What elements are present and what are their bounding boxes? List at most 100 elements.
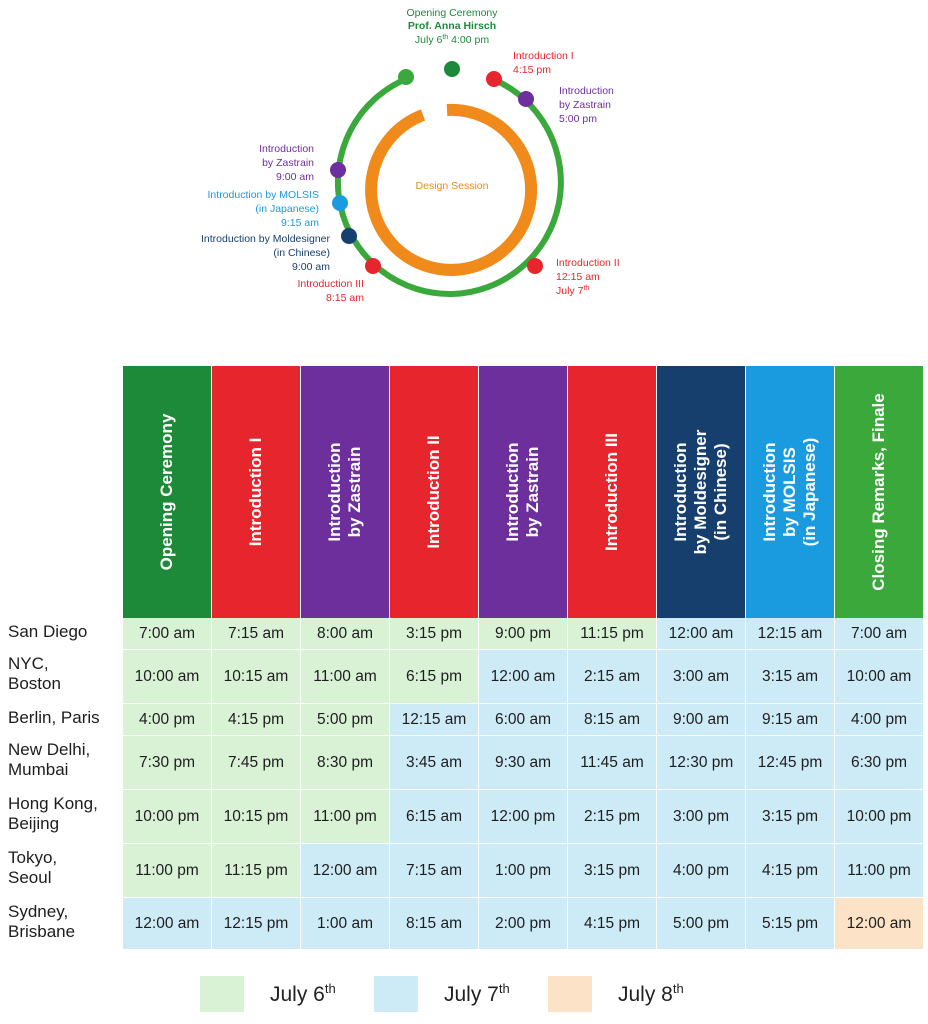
- time-cell: 1:00 am: [301, 898, 390, 950]
- time-cell: 12:15 am: [390, 704, 479, 736]
- label-zastrain-pm: Introduction by Zastrain 5:00 pm: [559, 85, 614, 125]
- time-cell: 11:45 am: [568, 736, 657, 790]
- col-header-label: Opening Ceremony: [157, 413, 176, 571]
- svg-text:5:00 pm: 5:00 pm: [559, 113, 597, 125]
- time-cell: 10:00 am: [123, 650, 212, 704]
- col-header-introduction-2: Introduction II: [390, 366, 479, 618]
- time-cell: 7:00 am: [835, 618, 923, 650]
- time-cell: 2:15 pm: [568, 790, 657, 844]
- node-introduction-2: [527, 258, 543, 274]
- time-cell: 10:00 pm: [123, 790, 212, 844]
- node-introduction-1: [486, 71, 502, 87]
- time-cell: 4:15 pm: [746, 844, 835, 898]
- time-cell: 7:30 pm: [123, 736, 212, 790]
- col-header-label: Introduction by Zastrain: [503, 442, 542, 542]
- city-label: Hong Kong, Beijing: [8, 794, 98, 833]
- col-header-label: Introduction by Moldesigner (in Chinese): [671, 429, 730, 555]
- time-cell: 11:15 pm: [212, 844, 301, 898]
- time-cell: 4:15 pm: [568, 898, 657, 950]
- legend-swatch: [200, 976, 244, 1012]
- time-cell: 10:00 pm: [835, 790, 923, 844]
- time-cell: 11:15 pm: [568, 618, 657, 650]
- time-cell: 12:45 pm: [746, 736, 835, 790]
- legend-swatch: [548, 976, 592, 1012]
- legend-label: July 6th: [270, 981, 336, 1006]
- time-cell: 10:15 pm: [212, 790, 301, 844]
- label-moldesigner: Introduction by Moldesigner (in Chinese)…: [201, 233, 330, 273]
- svg-text:9:15 am: 9:15 am: [281, 217, 319, 229]
- node-opening-ceremony: [444, 61, 460, 77]
- label-zastrain-am: Introduction by Zastrain 9:00 am: [259, 143, 314, 183]
- time-cell: 12:00 am: [835, 898, 923, 950]
- svg-text:12:15 am: 12:15 am: [556, 271, 600, 283]
- time-cell: 4:15 pm: [212, 704, 301, 736]
- time-cell: 12:00 am: [657, 618, 746, 650]
- time-cell: 3:15 pm: [746, 790, 835, 844]
- time-cell: 7:15 am: [390, 844, 479, 898]
- time-cell: 8:15 am: [390, 898, 479, 950]
- time-cell: 10:15 am: [212, 650, 301, 704]
- time-cell: 11:00 pm: [123, 844, 212, 898]
- time-cell: 7:45 pm: [212, 736, 301, 790]
- svg-text:by Zastrain: by Zastrain: [559, 99, 611, 111]
- col-header-zastrain-1: Introduction by Zastrain: [301, 366, 390, 618]
- svg-text:Introduction: Introduction: [559, 85, 614, 97]
- legend-label: July 8th: [618, 981, 684, 1006]
- label-introduction-1: Introduction I 4:15 pm: [513, 50, 574, 76]
- svg-text:July 6th 4:00 pm: July 6th 4:00 pm: [415, 34, 489, 46]
- svg-text:Introduction by MOLSIS: Introduction by MOLSIS: [208, 189, 319, 201]
- col-header-label: Introduction II: [424, 435, 443, 549]
- col-header-introduction-1: Introduction I: [212, 366, 301, 618]
- time-cell: 2:15 am: [568, 650, 657, 704]
- label-opening-ceremony: Opening Ceremony Prof. Anna Hirsch July …: [406, 7, 498, 46]
- time-cell: 9:30 am: [479, 736, 568, 790]
- legend-july-8: July 8th: [548, 976, 684, 1012]
- time-cell: 6:30 pm: [835, 736, 923, 790]
- col-header-label: Introduction I: [246, 437, 265, 547]
- time-cell: 3:00 pm: [657, 790, 746, 844]
- col-header-label: Closing Remarks, Finale: [869, 393, 888, 591]
- node-introduction-3: [365, 258, 381, 274]
- col-header-label: Introduction by MOLSIS (in Japanese): [760, 437, 819, 547]
- time-cell: 7:00 am: [123, 618, 212, 650]
- label-introduction-3: Introduction III 8:15 am: [297, 278, 364, 304]
- city-label: Sydney, Brisbane: [8, 902, 76, 941]
- svg-text:Introduction: Introduction: [259, 143, 314, 155]
- svg-text:(in Japanese): (in Japanese): [255, 203, 319, 215]
- svg-text:by Zastrain: by Zastrain: [262, 157, 314, 169]
- time-cell: 3:15 am: [746, 650, 835, 704]
- time-cell: 3:15 pm: [390, 618, 479, 650]
- svg-text:9:00 am: 9:00 am: [292, 261, 330, 273]
- design-session-ring: [365, 103, 538, 276]
- time-cell: 10:00 am: [835, 650, 923, 704]
- node-zastrain-am: [330, 162, 346, 178]
- time-cell: 4:00 pm: [123, 704, 212, 736]
- time-cell: 9:00 pm: [479, 618, 568, 650]
- schedule-table: Opening Ceremony Introduction I Introduc…: [0, 366, 923, 950]
- col-header-opening-ceremony: Opening Ceremony: [123, 366, 212, 618]
- time-cell: 6:15 pm: [390, 650, 479, 704]
- time-cell: 3:45 am: [390, 736, 479, 790]
- legend-swatch: [374, 976, 418, 1012]
- time-cell: 11:00 am: [301, 650, 390, 704]
- time-cell: 6:00 am: [479, 704, 568, 736]
- corner-cell: [0, 366, 123, 618]
- time-cell: 12:00 am: [301, 844, 390, 898]
- svg-text:July 7th: July 7th: [556, 285, 589, 297]
- svg-text:Introduction I: Introduction I: [513, 50, 574, 62]
- city-label: NYC, Boston: [8, 654, 61, 693]
- time-cell: 8:00 am: [301, 618, 390, 650]
- city-label: San Diego: [8, 622, 88, 641]
- time-cell: 3:15 pm: [568, 844, 657, 898]
- col-header-label: Introduction III: [602, 432, 621, 552]
- city-label: New Delhi, Mumbai: [8, 740, 91, 779]
- svg-text:(in Chinese): (in Chinese): [273, 247, 330, 259]
- time-cell: 6:15 am: [390, 790, 479, 844]
- svg-text:9:00 am: 9:00 am: [276, 171, 314, 183]
- header-row: Opening Ceremony Introduction I Introduc…: [0, 366, 923, 618]
- label-molsis: Introduction by MOLSIS (in Japanese) 9:1…: [208, 189, 320, 229]
